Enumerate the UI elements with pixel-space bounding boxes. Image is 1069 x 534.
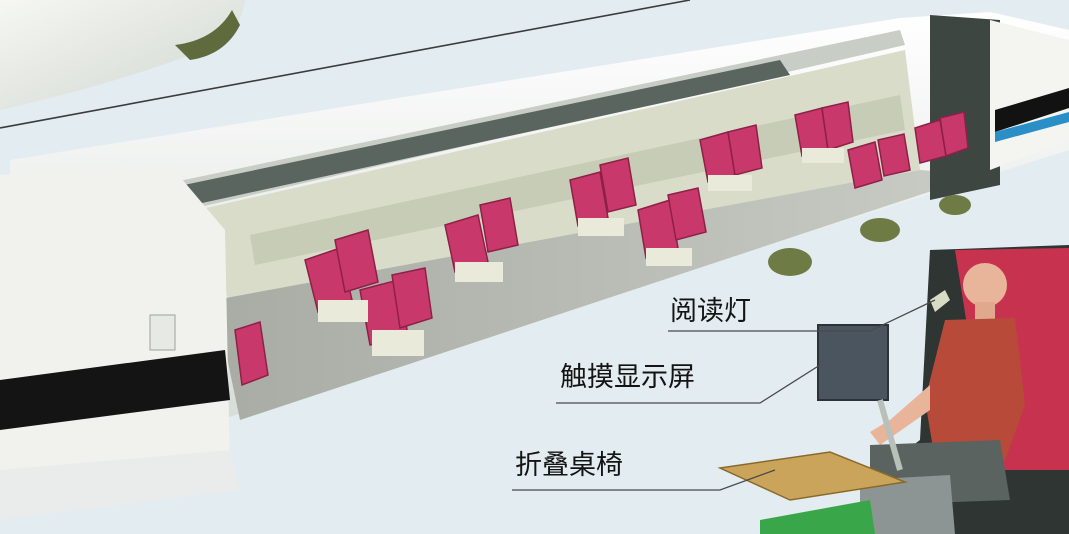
passenger-shirt xyxy=(925,318,1025,460)
label-touch-screen: 触摸显示屏 xyxy=(560,362,695,393)
wheels xyxy=(768,195,971,276)
pointer-line-touch-screen xyxy=(556,364,821,404)
folding-table-icon xyxy=(717,451,908,501)
pointer-line-top xyxy=(0,0,691,129)
reading-light-icon xyxy=(930,290,950,312)
seat-bases xyxy=(318,148,844,356)
passenger-seats xyxy=(234,101,969,387)
seat-detail-inset xyxy=(717,245,1069,534)
upper-train-nose xyxy=(0,0,245,110)
passenger-head xyxy=(963,263,1007,307)
label-reading-light: 阅读灯 xyxy=(670,296,751,327)
touch-screen-icon xyxy=(817,324,889,401)
callout-lines xyxy=(512,299,936,491)
pointer-line-folding-table xyxy=(512,469,776,491)
label-folding-table: 折叠桌椅 xyxy=(515,450,623,481)
pointer-line-reading-light xyxy=(668,299,936,332)
